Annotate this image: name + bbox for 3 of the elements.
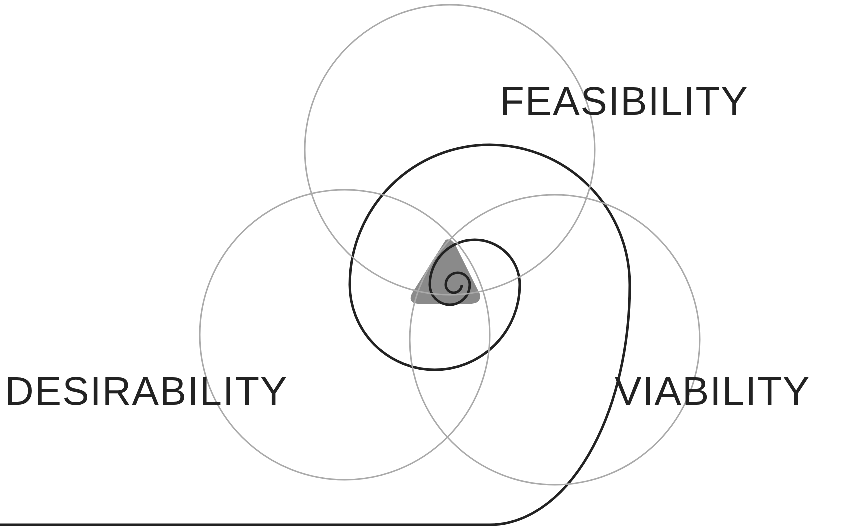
circle-label: DESIRABILITY bbox=[5, 372, 288, 412]
circle-label: FEASIBILITY bbox=[500, 82, 749, 122]
circle-label: VIABILITY bbox=[615, 372, 811, 412]
